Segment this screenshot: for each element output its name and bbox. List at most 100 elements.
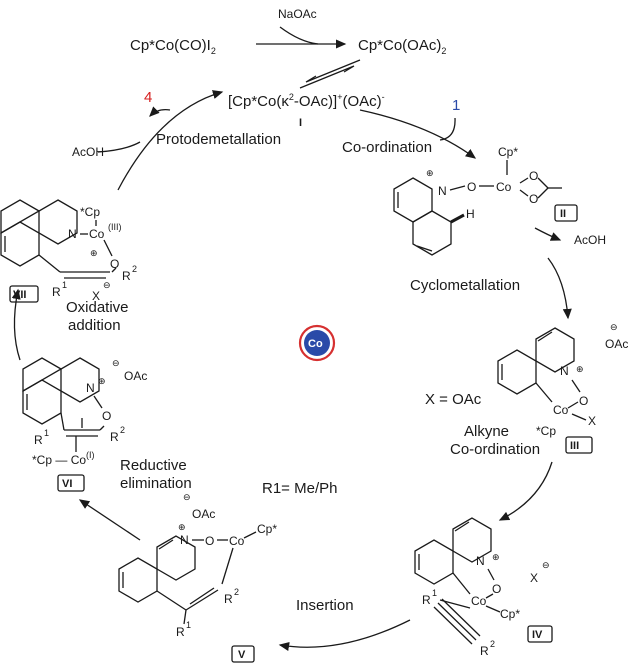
svg-text:⊕: ⊕ (98, 376, 106, 386)
equilibrium-arrow-down (305, 59, 361, 83)
acoh-left-label: AcOH (72, 145, 104, 159)
svg-text:N: N (560, 364, 569, 378)
intermediate-II: N ⊕ O Co Cp* O O H II (393, 145, 578, 256)
acoh-release-curve (534, 227, 562, 241)
step-reductive-2: elimination (120, 475, 192, 492)
svg-text:⊖: ⊖ (112, 358, 120, 368)
step-alkyne-1: Alkyne (464, 423, 509, 440)
arrow-protodemetallation (117, 90, 224, 191)
svg-text:⊖: ⊖ (103, 280, 111, 290)
svg-text:2: 2 (490, 639, 495, 649)
svg-text:Co: Co (471, 594, 487, 608)
reagent-number-1: 1 (452, 97, 460, 114)
substrate-1-curve (439, 117, 456, 141)
step-alkyne-2: Co-ordination (450, 441, 540, 458)
svg-text:X: X (588, 414, 596, 428)
equilibrium-arrow-up (299, 65, 355, 89)
svg-text:O: O (205, 534, 214, 548)
svg-text:Co: Co (89, 227, 105, 241)
svg-text:O: O (529, 169, 538, 183)
svg-text:Cp*: Cp* (257, 522, 277, 536)
intermediate-VI: N ⊕ O R 1 R 2 *Cp — Co(I) ⊖ OAc VI (22, 357, 147, 492)
step-reductive-1: Reductive (120, 457, 187, 474)
svg-text:⊖: ⊖ (183, 492, 191, 502)
svg-text:N: N (180, 533, 189, 547)
naoac-label: NaOAc (278, 7, 317, 21)
intermediate-IV: N ⊕ O Co Cp* R 1 R 2 X ⊖ IV (414, 517, 553, 658)
naoac-curve (279, 26, 319, 45)
svg-text:IV: IV (532, 629, 543, 641)
center-co-label: Co (308, 338, 323, 350)
svg-text:1: 1 (62, 280, 67, 290)
svg-text:VI: VI (62, 478, 72, 490)
step-oxidative-1: Oxidative (66, 299, 129, 316)
step-coordination: Co-ordination (342, 139, 432, 156)
svg-text:R: R (110, 430, 119, 444)
svg-text:Co: Co (553, 403, 569, 417)
svg-text:*Cp — Co(I): *Cp — Co(I) (32, 450, 95, 467)
arrow-alkyne-coordination (498, 461, 553, 521)
intermediate-V: N ⊕ O Co Cp* R 1 R 2 ⊖ OAc V (118, 492, 277, 663)
svg-text:N: N (476, 554, 485, 568)
product-4-release (149, 106, 171, 117)
product-number-4: 4 (144, 89, 152, 106)
svg-text:2: 2 (132, 264, 137, 274)
svg-text:OAc: OAc (192, 507, 215, 521)
svg-text:OAc: OAc (124, 369, 147, 383)
svg-text:1: 1 (44, 428, 49, 438)
svg-text:II: II (560, 208, 566, 220)
svg-text:N: N (68, 227, 77, 241)
svg-text:R: R (122, 269, 131, 283)
svg-text:O: O (102, 409, 111, 423)
step-protodemetallation: Protodemetallation (156, 131, 281, 148)
svg-text:Cp*: Cp* (498, 145, 518, 159)
center-cobalt-badge: Co (298, 324, 336, 362)
svg-text:O: O (467, 180, 476, 194)
svg-text:R: R (34, 433, 43, 447)
svg-text:O: O (110, 257, 119, 271)
svg-text:1: 1 (186, 620, 191, 630)
acoh-right-label: AcOH (574, 233, 606, 247)
svg-text:V: V (238, 649, 246, 661)
svg-text:⊕: ⊕ (90, 248, 98, 258)
svg-text:O: O (529, 192, 538, 206)
intermediate-VII: N Co (III) *Cp ⊕ O R 1 R 2 X ⊖ VII (0, 199, 137, 303)
svg-text:R: R (480, 644, 489, 658)
svg-text:*Cp: *Cp (80, 205, 100, 219)
svg-text:⊖: ⊖ (542, 560, 550, 570)
svg-text:Cp*: Cp* (500, 607, 520, 621)
svg-text:R: R (224, 592, 233, 606)
step-insertion: Insertion (296, 597, 354, 614)
step-cyclometallation: Cyclometallation (410, 277, 520, 294)
svg-text:H: H (466, 207, 475, 221)
arrow-insertion (278, 619, 411, 651)
svg-text:X: X (92, 289, 100, 303)
intermediate-III: N ⊕ O Co X *Cp ⊖ OAc III (497, 322, 628, 454)
svg-text:N: N (86, 381, 95, 395)
svg-text:O: O (492, 582, 501, 596)
svg-text:X: X (530, 571, 538, 585)
svg-text:N: N (438, 184, 447, 198)
svg-text:1: 1 (432, 588, 437, 598)
svg-text:⊕: ⊕ (178, 522, 186, 532)
svg-text:Co: Co (496, 180, 512, 194)
svg-text:R: R (422, 593, 431, 607)
svg-text:R: R (176, 625, 185, 639)
arrow-reductive-elimination (78, 499, 141, 541)
svg-text:VII: VII (13, 289, 26, 301)
svg-text:⊕: ⊕ (426, 168, 434, 178)
svg-text:2: 2 (120, 425, 125, 435)
svg-text:⊖: ⊖ (610, 322, 618, 332)
svg-text:2: 2 (234, 587, 239, 597)
arrow-coordination (359, 109, 477, 159)
svg-text:O: O (579, 394, 588, 408)
cp-co-oac2-label: Cp*Co(OAc)2 (358, 37, 446, 56)
x-equals-oac: X = OAc (425, 391, 482, 408)
r1-note: R1= Me/Ph (262, 480, 337, 497)
svg-text:(III): (III) (108, 222, 122, 232)
catalyst-roman-I: I (299, 117, 302, 129)
svg-text:⊕: ⊕ (492, 552, 500, 562)
precatalyst-label: Cp*Co(CO)I2 (130, 37, 216, 56)
acoh-in-curve (97, 141, 141, 153)
